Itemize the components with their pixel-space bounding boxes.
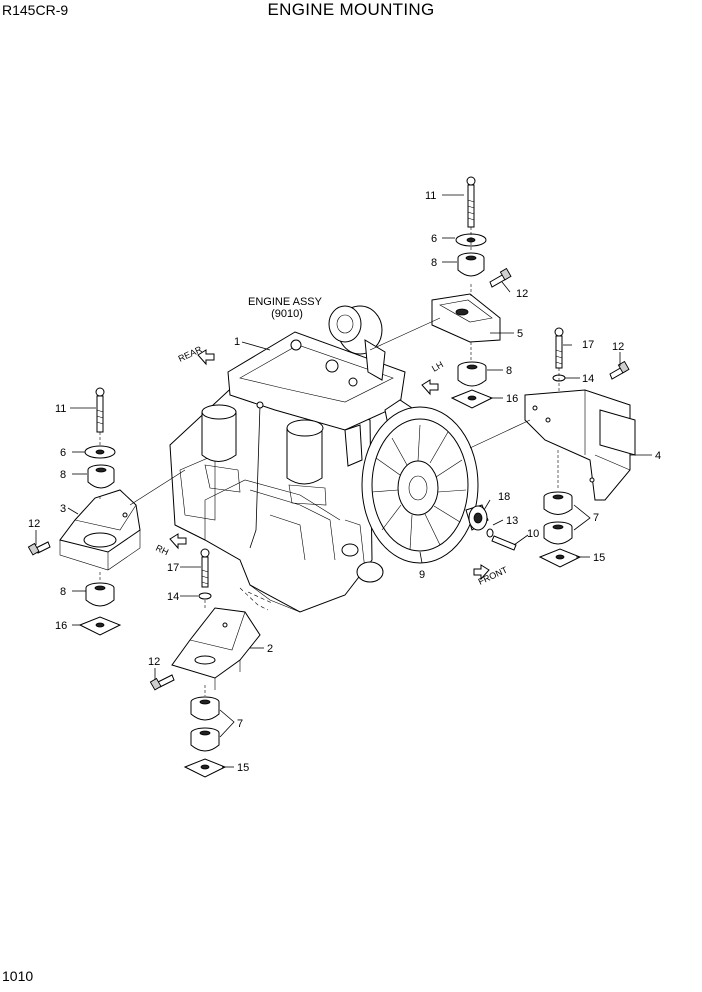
assembly-center-lines: [129, 317, 531, 611]
callout-17-right: 17: [582, 339, 594, 351]
engine-assy-label: ENGINE ASSY: [248, 296, 323, 308]
callout-8-left-lower: 8: [60, 586, 66, 598]
callout-3: 3: [60, 503, 66, 515]
callout-6-top: 6: [431, 233, 437, 245]
page-number: 1010: [2, 968, 34, 984]
direction-label-rear: REAR: [177, 344, 204, 364]
callout-14-bottom: 14: [167, 591, 179, 603]
direction-label-rh: RH: [154, 543, 170, 558]
callout-12-top: 12: [516, 288, 528, 300]
engine-assy-code: (9010): [271, 308, 303, 320]
page-title: ENGINE MOUNTING: [267, 0, 435, 19]
callout-15-right: 15: [593, 552, 605, 564]
callout-13: 13: [506, 515, 518, 527]
callout-8-top-lower: 8: [506, 365, 512, 377]
callout-17-bottom: 17: [167, 562, 179, 574]
callout-2: 2: [267, 643, 273, 655]
callout-4: 4: [655, 450, 661, 462]
callout-16-top: 16: [506, 393, 518, 405]
callout-18: 18: [498, 491, 510, 503]
callout-12-left: 12: [28, 518, 40, 530]
engine-assembly: [169, 305, 479, 613]
leader-lines: [35, 194, 652, 768]
callout-16-left: 16: [55, 620, 67, 632]
direction-label-lh: LH: [430, 359, 445, 373]
callout-8-left: 8: [60, 469, 66, 481]
callout-1: 1: [234, 336, 240, 348]
left-mount-stack: [27, 387, 141, 636]
callout-10: 10: [527, 528, 539, 540]
callout-7-bottom: 7: [237, 718, 243, 730]
callout-12-bottom: 12: [148, 656, 160, 668]
model-number: R145CR-9: [2, 2, 69, 18]
callout-11-left: 11: [55, 403, 66, 415]
callout-12-right: 12: [612, 341, 624, 353]
right-mount-stack: [465, 327, 636, 568]
top-right-mount-stack: [431, 176, 512, 409]
callout-9: 9: [419, 569, 425, 581]
bottom-mount-stack: [149, 548, 261, 778]
callout-14-right: 14: [582, 373, 594, 385]
callout-7-right: 7: [593, 512, 599, 524]
callout-11-top: 11: [425, 190, 436, 202]
engine-label: ENGINE ASSY (9010): [248, 296, 323, 320]
callout-8-top: 8: [431, 257, 437, 269]
callout-5: 5: [517, 328, 523, 340]
callout-6-left: 6: [60, 447, 66, 459]
direction-arrows: [169, 349, 490, 581]
callout-15-bottom: 15: [237, 762, 249, 774]
part-callouts: 1 2 3 4 5 6 6 7 7 8 8 8 8 9 10 11 11 12 …: [28, 190, 661, 774]
